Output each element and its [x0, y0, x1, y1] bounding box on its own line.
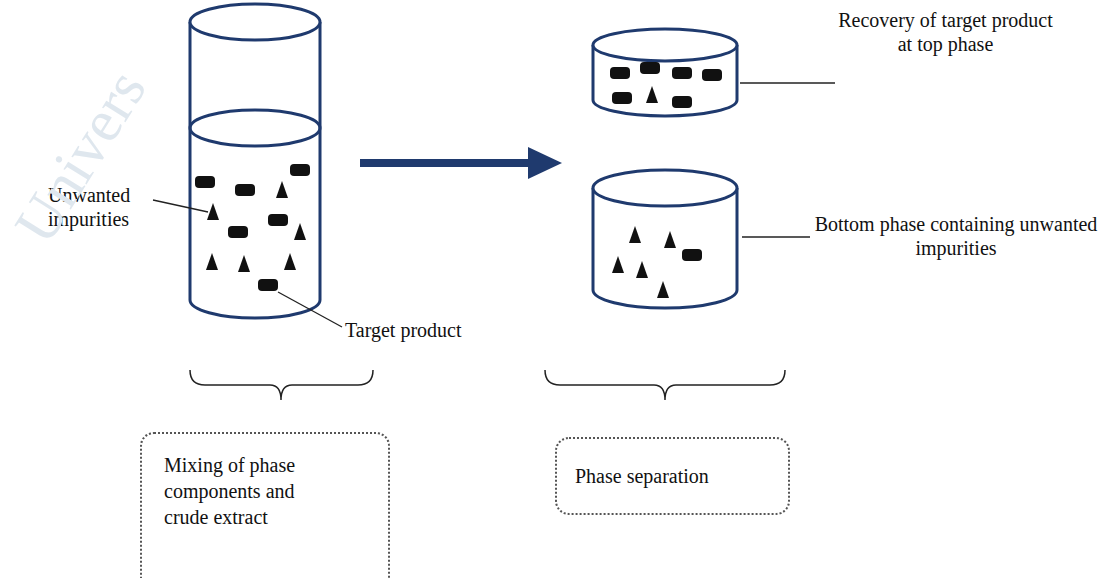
impurity-particle — [612, 256, 624, 273]
leader-lines — [153, 83, 835, 327]
vessel-rim — [593, 29, 737, 61]
step-caption: Phase separation — [575, 463, 709, 489]
impurity-particle — [207, 203, 219, 220]
impurity-particle — [206, 253, 218, 270]
impurity-particle — [657, 281, 669, 298]
target-product-particle — [228, 226, 248, 238]
target-product-particle — [640, 62, 660, 74]
bracket — [545, 370, 785, 400]
liquid-surface — [190, 110, 320, 146]
impurity-particle — [294, 223, 306, 240]
callout-label: Recovery of target product at top phase — [838, 8, 1053, 56]
impurity-particle — [276, 181, 288, 198]
bracket — [190, 370, 373, 400]
leader-line — [742, 236, 810, 237]
impurity-particle — [629, 226, 641, 243]
dotted-step-box: Mixing of phase components and crude ext… — [140, 432, 390, 578]
target-product-particle — [672, 67, 692, 79]
impurity-particle — [284, 253, 296, 270]
target-product-particle — [290, 164, 310, 176]
brackets — [190, 370, 785, 400]
target-product-particle — [195, 176, 215, 188]
target-product-particle — [610, 67, 630, 79]
target-product-particle — [682, 249, 702, 261]
impurity-particle — [636, 261, 648, 278]
tube-rim — [190, 4, 320, 40]
leader-line — [278, 292, 342, 327]
particles — [195, 62, 722, 298]
dotted-step-box: Phase separation — [555, 437, 790, 515]
target-product-particle — [268, 214, 288, 226]
impurity-particle — [646, 86, 658, 103]
arrow-head — [528, 147, 562, 179]
vessel-rim — [593, 170, 737, 206]
callout-label: Bottom phase containing unwanted impurit… — [812, 212, 1100, 260]
callout-label: Target product — [345, 318, 505, 342]
tube — [190, 22, 320, 318]
leader-line — [740, 82, 835, 83]
cylinders — [190, 4, 737, 318]
target-product-particle — [235, 184, 255, 196]
target-product-particle — [702, 69, 722, 81]
impurity-particle — [238, 255, 250, 272]
step-caption: Mixing of phase components and crude ext… — [164, 452, 324, 530]
leader-line — [153, 200, 208, 212]
target-product-particle — [612, 92, 632, 104]
target-product-particle — [672, 96, 692, 108]
impurity-particle — [664, 231, 676, 248]
target-product-particle — [258, 279, 278, 291]
process-arrow — [360, 159, 532, 167]
